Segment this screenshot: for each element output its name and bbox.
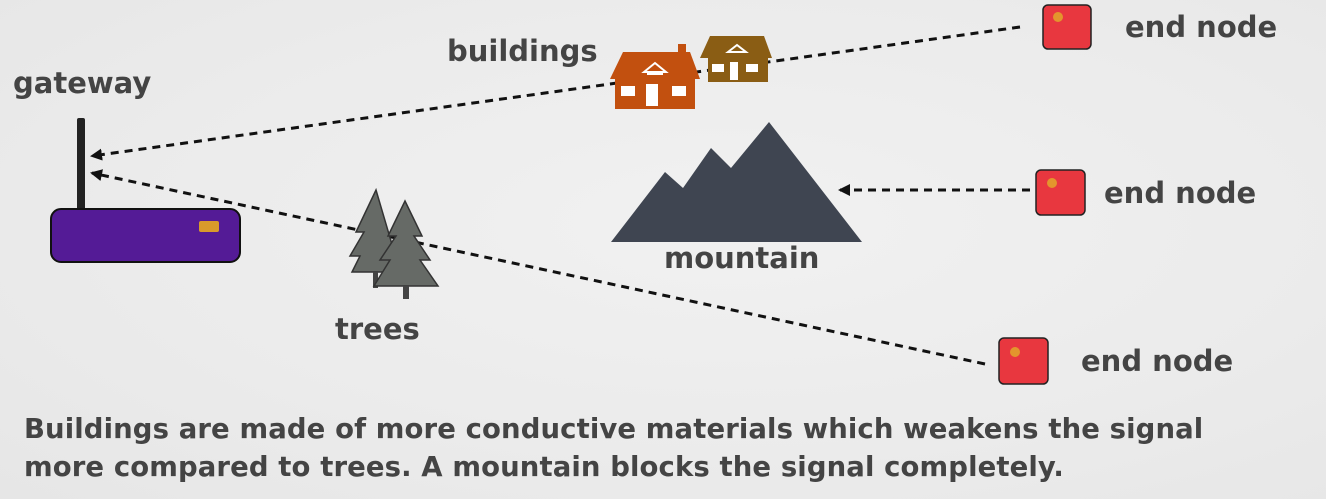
caption-line-1: Buildings are made of more conductive ma… (24, 413, 1204, 445)
sensor-node-icon (1035, 169, 1086, 216)
sensor-node-icon (1042, 4, 1092, 50)
mountain-label: mountain (664, 241, 820, 275)
end-node-label: end node (1081, 344, 1234, 378)
router-icon (50, 118, 241, 263)
trees-label: trees (335, 312, 420, 346)
gateway-label: gateway (13, 66, 152, 100)
houses-icon (610, 36, 772, 109)
sensor-node-icon (998, 337, 1049, 385)
end-node-label: end node (1104, 176, 1257, 210)
pine-trees-icon (348, 187, 440, 299)
signal-line-buildings (90, 25, 1021, 161)
mountain-icon (611, 122, 862, 242)
caption: Buildings are made of more conductive ma… (24, 410, 1319, 486)
caption-line-2: more compared to trees. A mountain block… (24, 451, 1064, 483)
end-node-label: end node (1125, 10, 1278, 44)
signal-line-trees (90, 169, 986, 366)
buildings-label: buildings (447, 34, 598, 68)
